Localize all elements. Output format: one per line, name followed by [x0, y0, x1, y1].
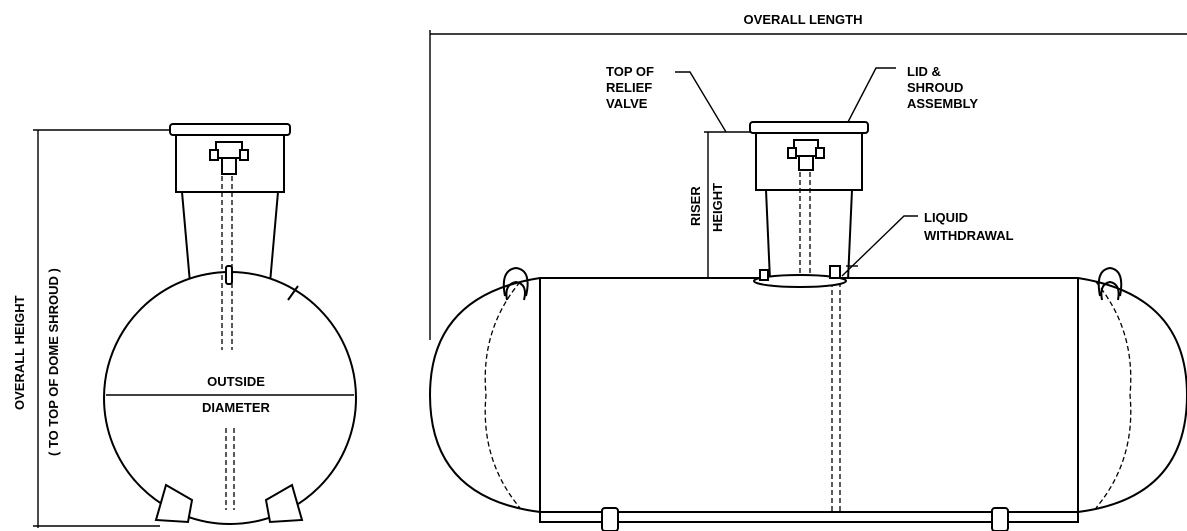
liquid-withdrawal-label-2: WITHDRAWAL [924, 228, 1014, 243]
side-feet [539, 507, 1079, 531]
dome-shroud [169, 123, 291, 284]
top-of-relief-valve-label-3: VALVE [606, 96, 648, 111]
top-of-relief-valve-label-1: TOP OF [606, 64, 654, 79]
tank-feet [154, 483, 304, 524]
liquid-withdrawal-label-1: LIQUID [924, 210, 968, 225]
lid-shroud-label-1: LID & [907, 64, 941, 79]
side-relief-valve-icon [787, 139, 825, 171]
height-label: HEIGHT [710, 183, 725, 232]
overall-height-dimension [33, 129, 170, 528]
overall-length-label: OVERALL LENGTH [744, 12, 863, 27]
diameter-label: DIAMETER [202, 400, 271, 415]
outside-label: OUTSIDE [207, 374, 265, 389]
lifting-lug-right [1097, 266, 1123, 301]
tank-end-circle [103, 271, 357, 525]
relief-valve-icon [209, 141, 249, 175]
lid-shroud-label-2: SHROUD [907, 80, 963, 95]
relief-valve-leader [675, 71, 727, 133]
tank-body [428, 265, 1187, 513]
top-of-relief-valve-label-2: RELIEF [606, 80, 652, 95]
side-view: OVERALL LENGTH TOP OF RELIEF VALVE LID &… [428, 12, 1187, 531]
liquid-withdrawal-leader [841, 215, 918, 277]
side-dome-shroud [749, 121, 869, 281]
overall-height-label: OVERALL HEIGHT [12, 295, 27, 410]
lid-shroud-label-3: ASSEMBLY [907, 96, 978, 111]
lid-shroud-leader [847, 67, 896, 123]
overall-length-dimension [429, 30, 1187, 340]
overall-height-note: ( TO TOP OF DOME SHROUD ) [46, 268, 61, 456]
riser-label: RISER [688, 186, 703, 226]
end-view: OVERALL HEIGHT ( TO TOP OF DOME SHROUD ) [12, 123, 357, 528]
lifting-lug-left [502, 266, 529, 301]
